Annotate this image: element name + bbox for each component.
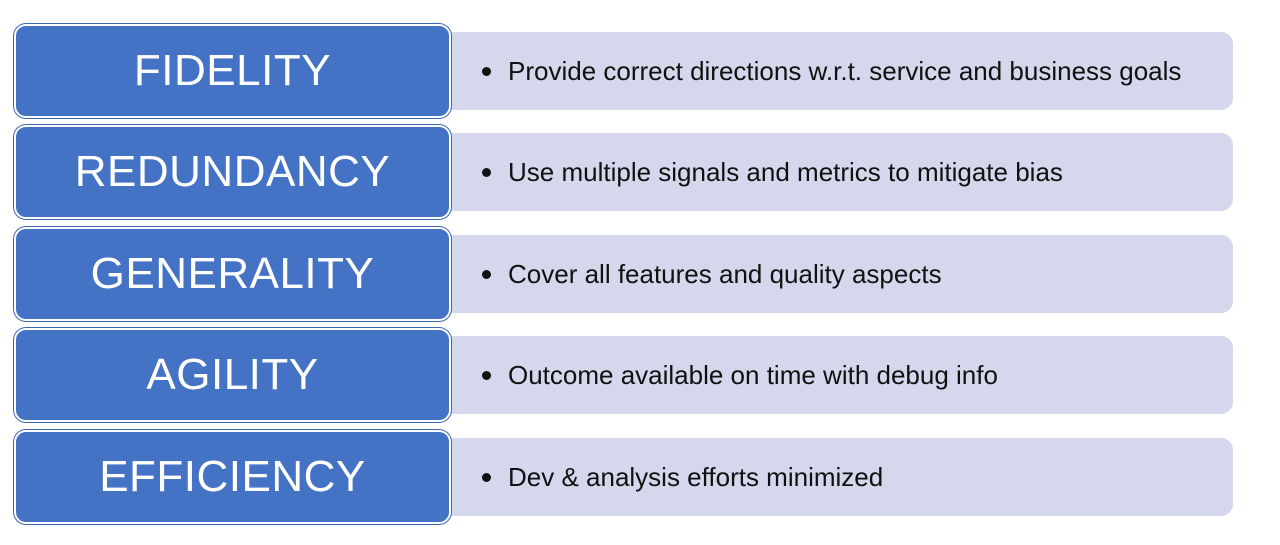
description-text: Cover all features and quality aspects	[508, 258, 942, 289]
bullet-icon	[482, 167, 491, 177]
bullet-icon	[482, 269, 491, 279]
label-box: GENERALITY	[14, 227, 451, 321]
description-box: Cover all features and quality aspects	[434, 235, 1233, 313]
description-box: Use multiple signals and metrics to miti…	[434, 133, 1233, 211]
bullet-icon	[482, 370, 491, 380]
description-box: Provide correct directions w.r.t. servic…	[434, 32, 1233, 110]
label-box: EFFICIENCY	[14, 430, 451, 524]
description-text: Provide correct directions w.r.t. servic…	[508, 55, 1182, 86]
description-box: Dev & analysis efforts minimized	[434, 438, 1233, 516]
label-box: REDUNDANCY	[14, 125, 451, 219]
description-box: Outcome available on time with debug inf…	[434, 336, 1233, 414]
description-text: Outcome available on time with debug inf…	[508, 359, 998, 390]
principle-label: GENERALITY	[90, 249, 375, 298]
label-box: FIDELITY	[14, 24, 451, 118]
principle-row-generality: Cover all features and quality aspects G…	[14, 227, 1234, 321]
description-text: Use multiple signals and metrics to miti…	[508, 156, 1063, 187]
principle-label: FIDELITY	[133, 46, 332, 95]
bullet-icon	[482, 66, 491, 76]
principle-label: AGILITY	[146, 350, 319, 399]
principle-label: REDUNDANCY	[74, 147, 391, 196]
label-box: AGILITY	[14, 328, 451, 422]
principle-row-agility: Outcome available on time with debug inf…	[14, 328, 1234, 422]
bullet-icon	[482, 472, 491, 482]
principle-row-fidelity: Provide correct directions w.r.t. servic…	[14, 24, 1234, 118]
principle-label: EFFICIENCY	[99, 452, 366, 501]
principle-row-efficiency: Dev & analysis efforts minimized EFFICIE…	[14, 430, 1234, 524]
description-text: Dev & analysis efforts minimized	[508, 461, 884, 492]
principle-row-redundancy: Use multiple signals and metrics to miti…	[14, 125, 1234, 219]
